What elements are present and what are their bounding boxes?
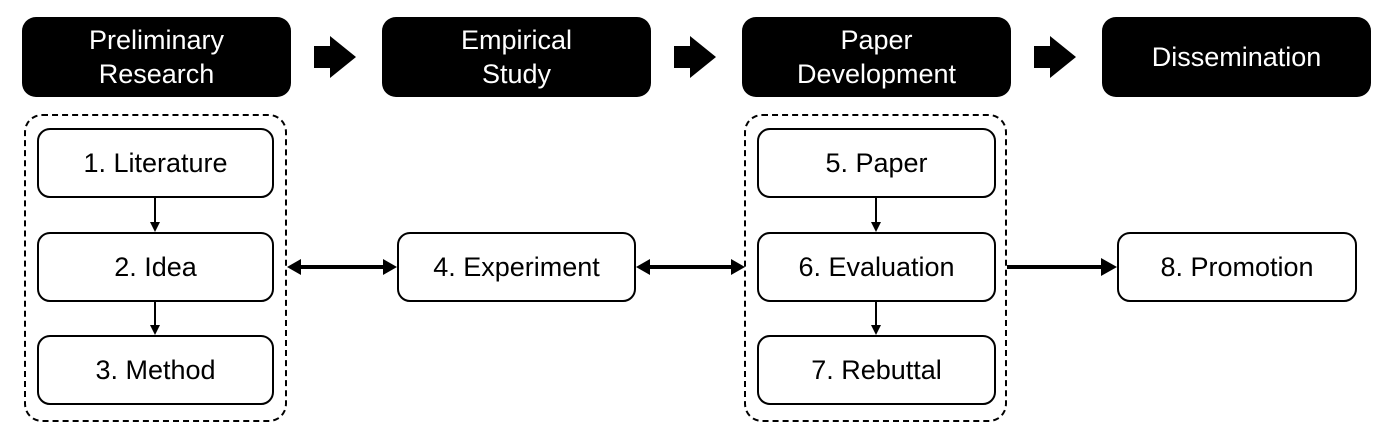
phase-label-line1: Dissemination bbox=[1151, 42, 1322, 72]
phase-arrow-icon bbox=[1034, 36, 1076, 78]
arrowhead-icon bbox=[150, 325, 160, 335]
phase-empirical-study: Empirical Study bbox=[382, 17, 651, 97]
arrowhead-icon bbox=[636, 259, 650, 275]
step-idea: 2. Idea bbox=[37, 232, 274, 302]
phase-paper-development: Paper Development bbox=[742, 17, 1011, 97]
phase-label-line2: Research bbox=[98, 59, 215, 89]
group-paper-development bbox=[744, 114, 1007, 422]
step-method: 3. Method bbox=[37, 335, 274, 405]
arrowhead-icon bbox=[731, 259, 745, 275]
arrowhead-icon bbox=[383, 259, 397, 275]
phase-label-line1: Paper bbox=[840, 25, 913, 55]
step-literature: 1. Literature bbox=[37, 128, 274, 198]
arrowhead-icon bbox=[871, 222, 881, 232]
phase-label-line1: Preliminary bbox=[88, 25, 225, 55]
arrowhead-icon bbox=[871, 325, 881, 335]
arrowhead-icon bbox=[1101, 258, 1117, 276]
phase-preliminary-research: Preliminary Research bbox=[22, 17, 291, 97]
arrowhead-icon bbox=[150, 222, 160, 232]
step-paper: 5. Paper bbox=[757, 128, 996, 198]
step-experiment: 4. Experiment bbox=[397, 232, 636, 302]
phase-label-line2: Development bbox=[796, 59, 957, 89]
phase-dissemination: Dissemination bbox=[1102, 17, 1371, 97]
phase-label-line1: Empirical bbox=[460, 25, 573, 55]
group-preliminary-research bbox=[24, 114, 287, 422]
phase-arrow-icon bbox=[674, 36, 716, 78]
step-evaluation: 6. Evaluation bbox=[757, 232, 996, 302]
phase-label-line2: Study bbox=[481, 59, 552, 89]
arrowhead-icon bbox=[287, 259, 301, 275]
step-promotion: 8. Promotion bbox=[1117, 232, 1357, 302]
step-rebuttal: 7. Rebuttal bbox=[757, 335, 996, 405]
phase-arrow-icon bbox=[314, 36, 356, 78]
